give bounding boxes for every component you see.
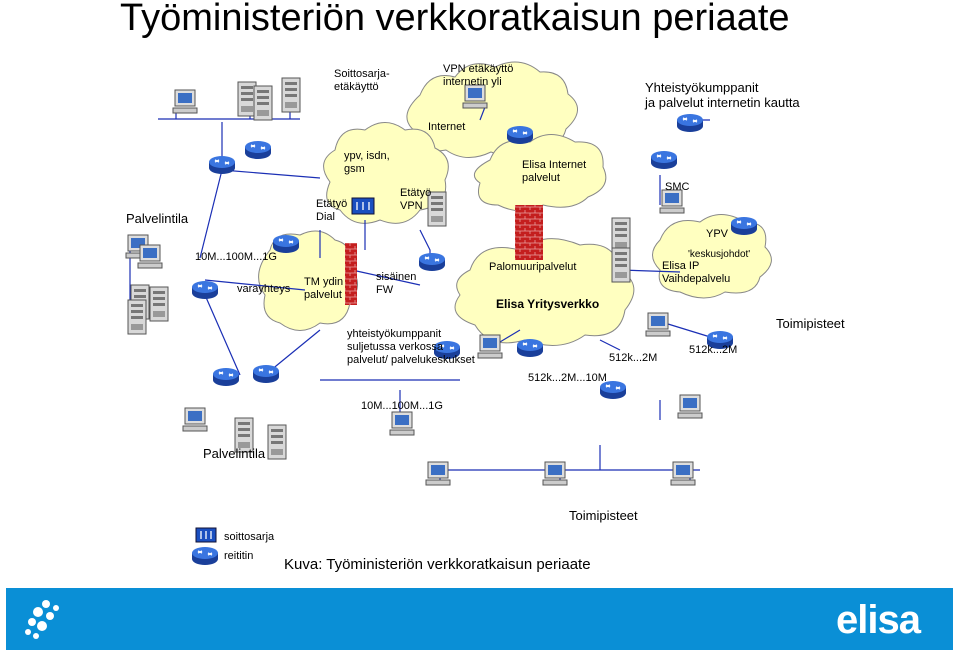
legend-reititin: reititin	[224, 550, 254, 562]
footer-bar	[6, 588, 953, 650]
cloud-elisa-internet	[473, 134, 607, 212]
label-palvelintila-top: Palvelintila	[126, 211, 189, 226]
elisa-logo: elisa	[836, 598, 921, 642]
router-icon	[212, 367, 240, 387]
workstation-icon	[542, 461, 568, 486]
modem-bank-icon	[351, 197, 375, 215]
label-yhteistyokumppanit: Yhteistyökumppanit ja palvelut interneti…	[645, 80, 800, 110]
cloud-yritysverkko	[454, 238, 635, 346]
page-title: Työministeriön verkkoratkaisun periaate	[120, 0, 790, 39]
server-icon	[237, 81, 257, 117]
workstation-icon	[137, 244, 163, 269]
label-speed-512-2m-a: 512k...2M	[609, 352, 658, 364]
router-icon	[191, 280, 219, 300]
label-yhteistyo-suljetussa: yhteistyökumppanit suljetussa verkossa p…	[347, 328, 475, 366]
router-icon	[244, 140, 272, 160]
cloud-ypv-right	[652, 214, 772, 299]
figure-caption: Kuva: Työministeriön verkkoratkaisun per…	[284, 556, 591, 573]
legend-modem-bank-icon	[195, 527, 217, 543]
label-speed-512-2m-b: 512k...2M	[689, 344, 738, 356]
router-icon	[418, 252, 446, 272]
label-toimipisteet-bottom: Toimipisteet	[569, 508, 638, 523]
server-icon	[253, 85, 273, 121]
router-icon	[516, 338, 544, 358]
label-etatyo-vpn: Etätyö VPN	[400, 187, 432, 212]
label-speed-1g-bottom: 10M...100M...1G	[361, 400, 443, 412]
router-icon	[191, 546, 219, 566]
label-sisainen-fw: sisäinen FW	[376, 271, 417, 296]
legend-soittosarja: soittosarja	[224, 531, 275, 543]
server-icon	[127, 299, 147, 335]
workstation-icon	[645, 312, 671, 337]
router-icon	[208, 155, 236, 175]
label-keskusjohdot: 'keskusjohdot'	[688, 249, 751, 260]
workstation-icon	[477, 334, 503, 359]
label-tm-ydin: TM ydin palvelut	[304, 276, 344, 301]
internal-firewall	[345, 243, 357, 305]
workstation-icon	[172, 89, 198, 114]
label-palomuuripalvelut: Palomuuripalvelut	[489, 261, 577, 273]
workstation-icon	[677, 394, 703, 419]
router-icon	[730, 216, 758, 236]
server-icon	[611, 247, 631, 283]
firewall-service	[515, 205, 543, 260]
label-speed-512-10m: 512k...2M...10M	[528, 372, 607, 384]
label-speed-1g: 10M...100M...1G	[195, 251, 277, 263]
label-toimipisteet-right: Toimipisteet	[776, 316, 845, 331]
label-elisa-internet: Elisa Internet palvelut	[522, 159, 587, 184]
label-elisa-ip: Elisa IP Vaihdepalvelu	[662, 260, 731, 285]
workstation-icon	[389, 411, 415, 436]
label-smc: SMC	[665, 181, 690, 193]
server-icon	[611, 217, 631, 253]
router-icon	[650, 150, 678, 170]
workstation-icon	[182, 407, 208, 432]
server-icon	[281, 77, 301, 113]
server-icon	[267, 424, 287, 460]
elisa-dots-logo-icon	[25, 600, 59, 639]
router-icon	[252, 364, 280, 384]
label-ypv-isdn-gsm: ypv, isdn, gsm	[344, 150, 390, 175]
router-icon	[506, 125, 534, 145]
label-palvelintila-bottom: Palvelintila	[203, 446, 266, 461]
label-varayhteys: varayhteys	[237, 283, 291, 295]
label-elisa-yritysverkko: Elisa Yritysverkko	[496, 297, 600, 311]
label-etatyo-dial: Etätyö Dial	[316, 198, 348, 223]
workstation-icon	[425, 461, 451, 486]
label-ypv: YPV	[706, 228, 729, 240]
server-icon	[149, 286, 169, 322]
router-icon	[676, 113, 704, 133]
workstation-icon	[670, 461, 696, 486]
label-vpn-etakaytto: VPN etäkäyttö internetin yli	[443, 63, 514, 88]
label-internet: Internet	[428, 121, 466, 133]
label-soittosarja-etakaytto: Soittosarja- etäkäyttö	[334, 68, 390, 93]
